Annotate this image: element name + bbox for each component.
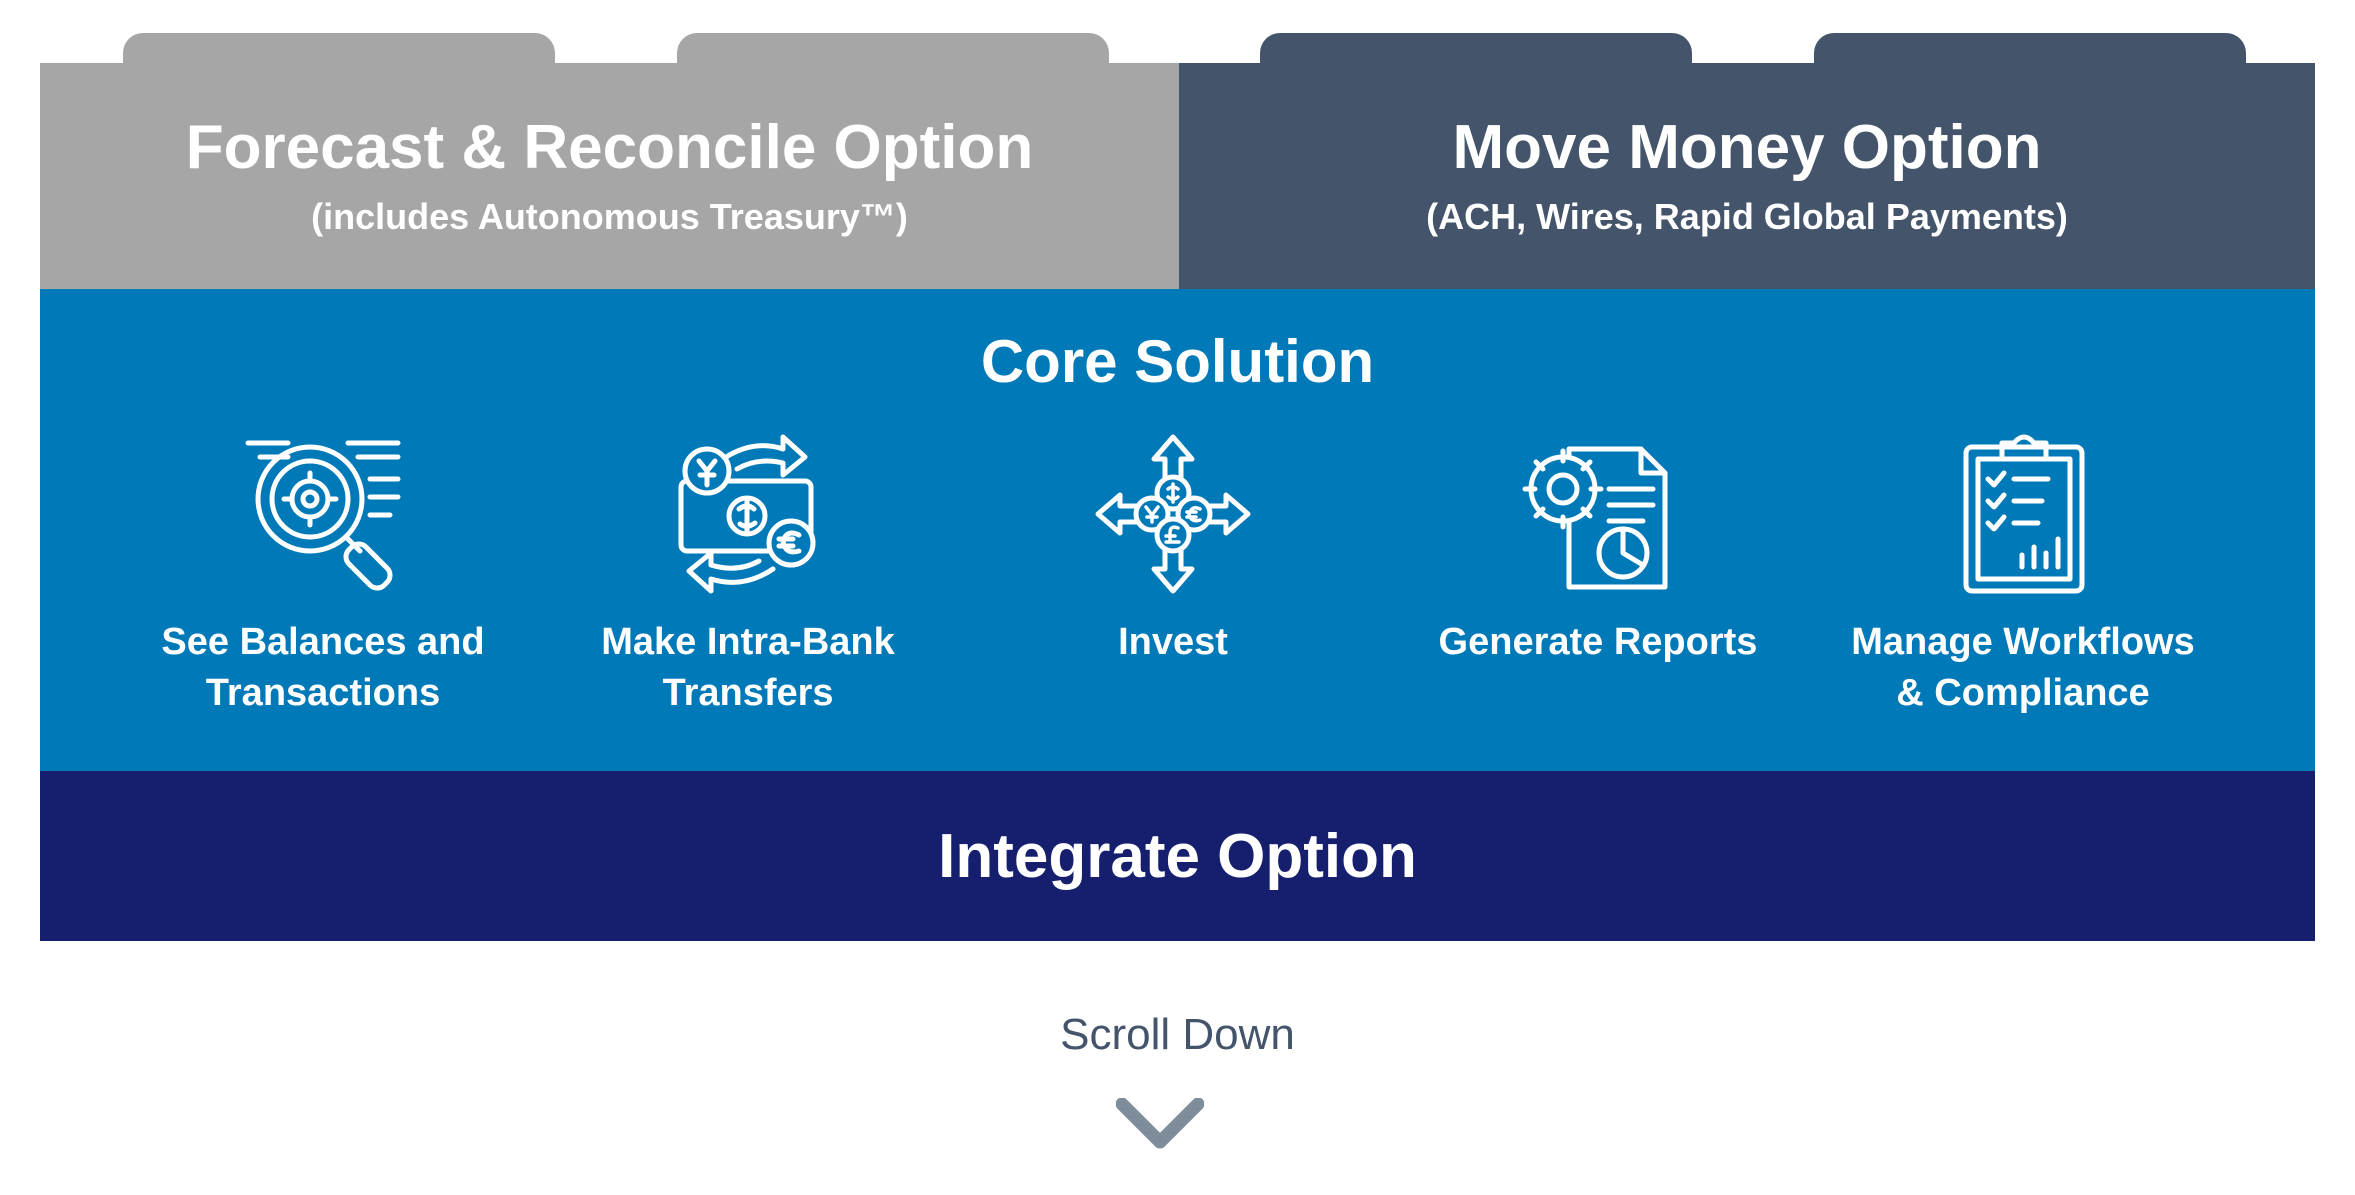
move-money-title: Move Money Option: [1452, 112, 2042, 182]
feature-label-intra-bank: Make Intra-Bank Transfers: [601, 621, 895, 715]
forecast-title: Forecast & Reconcile Option: [185, 112, 1034, 182]
move-money-subtitle: (ACH, Wires, Rapid Global Payments): [1426, 196, 2068, 238]
currency-transfer-icon: [678, 434, 816, 594]
integrate-option[interactable]: Integrate Option: [40, 771, 2315, 941]
integrate-title: Integrate Option: [938, 821, 1417, 891]
scroll-down-link[interactable]: Scroll Down: [1060, 1010, 1295, 1059]
feature-label-invest: Invest: [1118, 621, 1228, 663]
feature-see-balances[interactable]: See Balances and Transactions: [113, 429, 533, 720]
clipboard-checklist-icon: [1963, 434, 2085, 594]
feature-label-reports: Generate Reports: [1438, 621, 1758, 663]
forecast-reconcile-option[interactable]: Forecast & Reconcile Option (includes Au…: [40, 63, 1179, 289]
move-money-option[interactable]: Move Money Option (ACH, Wires, Rapid Glo…: [1179, 63, 2315, 289]
core-solution-title: Core Solution: [980, 328, 1375, 395]
feature-invest[interactable]: Invest: [963, 429, 1383, 668]
feature-label-workflows: Manage Workflows & Compliance: [1851, 621, 2195, 715]
feature-workflows-compliance[interactable]: Manage Workflows & Compliance: [1813, 429, 2233, 720]
feature-generate-reports[interactable]: Generate Reports: [1388, 429, 1808, 668]
chevron-down-icon[interactable]: [1116, 1098, 1204, 1153]
core-solution-section: Core Solution See Balances and Transacti…: [40, 289, 2315, 771]
invest-arrows-icon: [1095, 434, 1251, 594]
feature-intra-bank-transfers[interactable]: Make Intra-Bank Transfers: [538, 429, 958, 720]
forecast-subtitle: (includes Autonomous Treasury™): [311, 196, 908, 238]
report-gear-icon: [1522, 446, 1668, 590]
feature-label-see-balances: See Balances and Transactions: [161, 621, 485, 715]
magnifier-gear-icon: [245, 440, 401, 591]
